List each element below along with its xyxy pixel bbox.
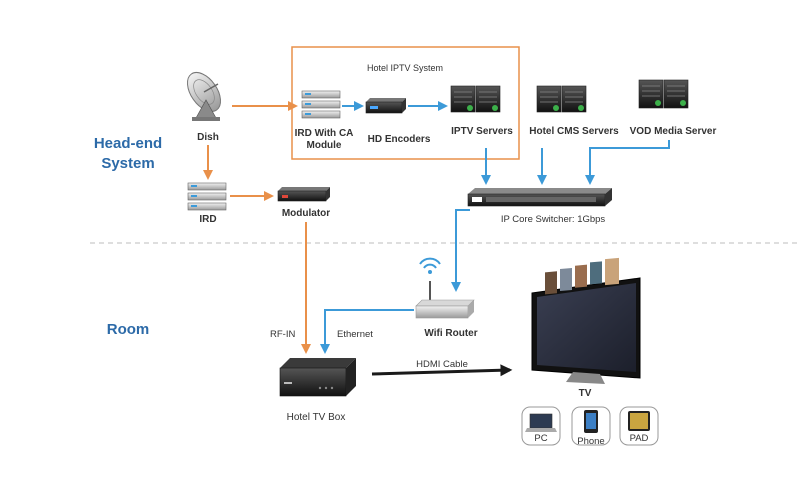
ird-ca-label-line1: IRD With CA (295, 128, 354, 139)
iptv-servers-icon (450, 85, 501, 113)
modulator-icon (277, 187, 330, 202)
ird-label: IRD (199, 214, 216, 225)
hdmi-arrow (371, 364, 513, 377)
satellite-dish-icon (186, 71, 222, 121)
ip-switch-icon (467, 188, 612, 207)
cms-servers-icon (536, 85, 587, 113)
pad-device (619, 406, 659, 446)
ird-ca-module-icon (301, 90, 341, 119)
router-to-tvbox-arrow (320, 309, 414, 354)
room-title: Room (107, 321, 150, 338)
pad-label: PAD (630, 433, 649, 444)
vod-to-switch-arrow (585, 140, 670, 185)
ird-ca-label-line2: Module (307, 140, 342, 151)
tv-icon (531, 257, 641, 384)
hdmi-cable-label: HDMI Cable (416, 359, 468, 370)
phone-device (571, 406, 611, 446)
tv-label: TV (579, 388, 592, 399)
headend-title-line1: Head-end (94, 135, 162, 152)
tv-box-label: Hotel TV Box (287, 412, 346, 423)
wifi-router-label: Wifi Router (424, 328, 477, 339)
vod-server-label: VOD Media Server (630, 126, 717, 137)
wifi-router-icon (415, 281, 475, 319)
wifi-signal-icon (419, 257, 441, 274)
modulator-label: Modulator (282, 208, 330, 219)
iptv-servers-label: IPTV Servers (451, 126, 513, 137)
dish-label: Dish (197, 132, 219, 143)
hd-encoder-icon (365, 98, 406, 114)
headend-title-line2: System (101, 155, 154, 172)
switcher-label: IP Core Switcher: 1Gbps (501, 214, 606, 225)
ethernet-label: Ethernet (337, 329, 373, 340)
pc-label: PC (534, 433, 547, 444)
iptv-system-title: Hotel IPTV System (367, 63, 443, 73)
vod-servers-icon (638, 79, 689, 109)
phone-label: Phone (577, 436, 604, 447)
laptop-icon (529, 413, 553, 429)
pc-device (521, 406, 561, 446)
tv-box-icon (279, 358, 356, 397)
hd-encoders-label: HD Encoders (368, 134, 431, 145)
ird-icon (187, 182, 227, 211)
switch-to-router-arrow (451, 209, 470, 292)
cms-servers-label: Hotel CMS Servers (529, 126, 619, 137)
rf-in-label: RF-IN (270, 329, 295, 340)
